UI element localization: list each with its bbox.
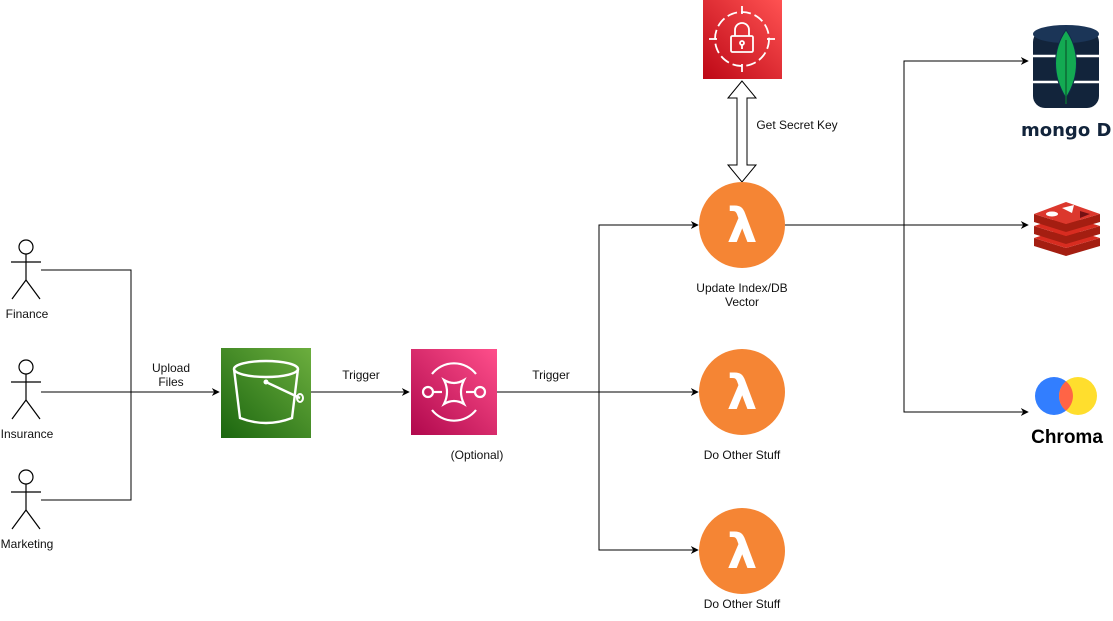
actor-finance-label: Finance — [5, 307, 49, 321]
redis-icon[interactable] — [1034, 202, 1100, 256]
secrets-manager-icon[interactable] — [703, 0, 782, 79]
lambda-update-icon[interactable]: λ — [699, 182, 785, 268]
actor-marketing-label: Marketing — [0, 537, 54, 551]
chroma-icon[interactable] — [1035, 377, 1097, 415]
trigger-label-2: Trigger — [532, 368, 570, 382]
get-secret-key-label: Get Secret Key — [756, 118, 838, 132]
sqs-queue-icon[interactable] — [411, 349, 497, 435]
lambda-other-1-icon[interactable]: λ — [699, 349, 785, 435]
sqs-to-lambda-connectors — [497, 221, 699, 554]
svg-text:λ: λ — [727, 365, 757, 421]
lambda-update-caption: Update Index/DB Vector — [696, 281, 788, 309]
actor-marketing-icon — [11, 469, 41, 530]
upload-connectors — [41, 269, 220, 501]
upload-files-label: Upload Files — [151, 361, 191, 389]
trigger-label-1: Trigger — [342, 368, 380, 382]
lambda-other-2-icon[interactable]: λ — [699, 508, 785, 594]
chroma-wordmark: Chroma — [1031, 427, 1103, 448]
secret-key-double-arrow — [726, 80, 758, 183]
mongodb-wordmark: mongo DB — [1021, 120, 1113, 141]
sqs-optional-caption: (Optional) — [450, 448, 504, 462]
s3-bucket-icon[interactable] — [221, 348, 311, 438]
svg-text:λ: λ — [727, 198, 757, 254]
lambda-other-2-caption: Do Other Stuff — [703, 597, 781, 611]
lambda-to-db-connectors — [785, 57, 1029, 416]
actor-insurance-label: Insurance — [0, 427, 54, 441]
actor-insurance-icon — [11, 359, 41, 420]
lambda-other-1-caption: Do Other Stuff — [703, 448, 781, 462]
mongodb-icon[interactable] — [1033, 25, 1099, 108]
svg-text:λ: λ — [727, 524, 757, 580]
actor-finance-icon — [11, 239, 41, 300]
